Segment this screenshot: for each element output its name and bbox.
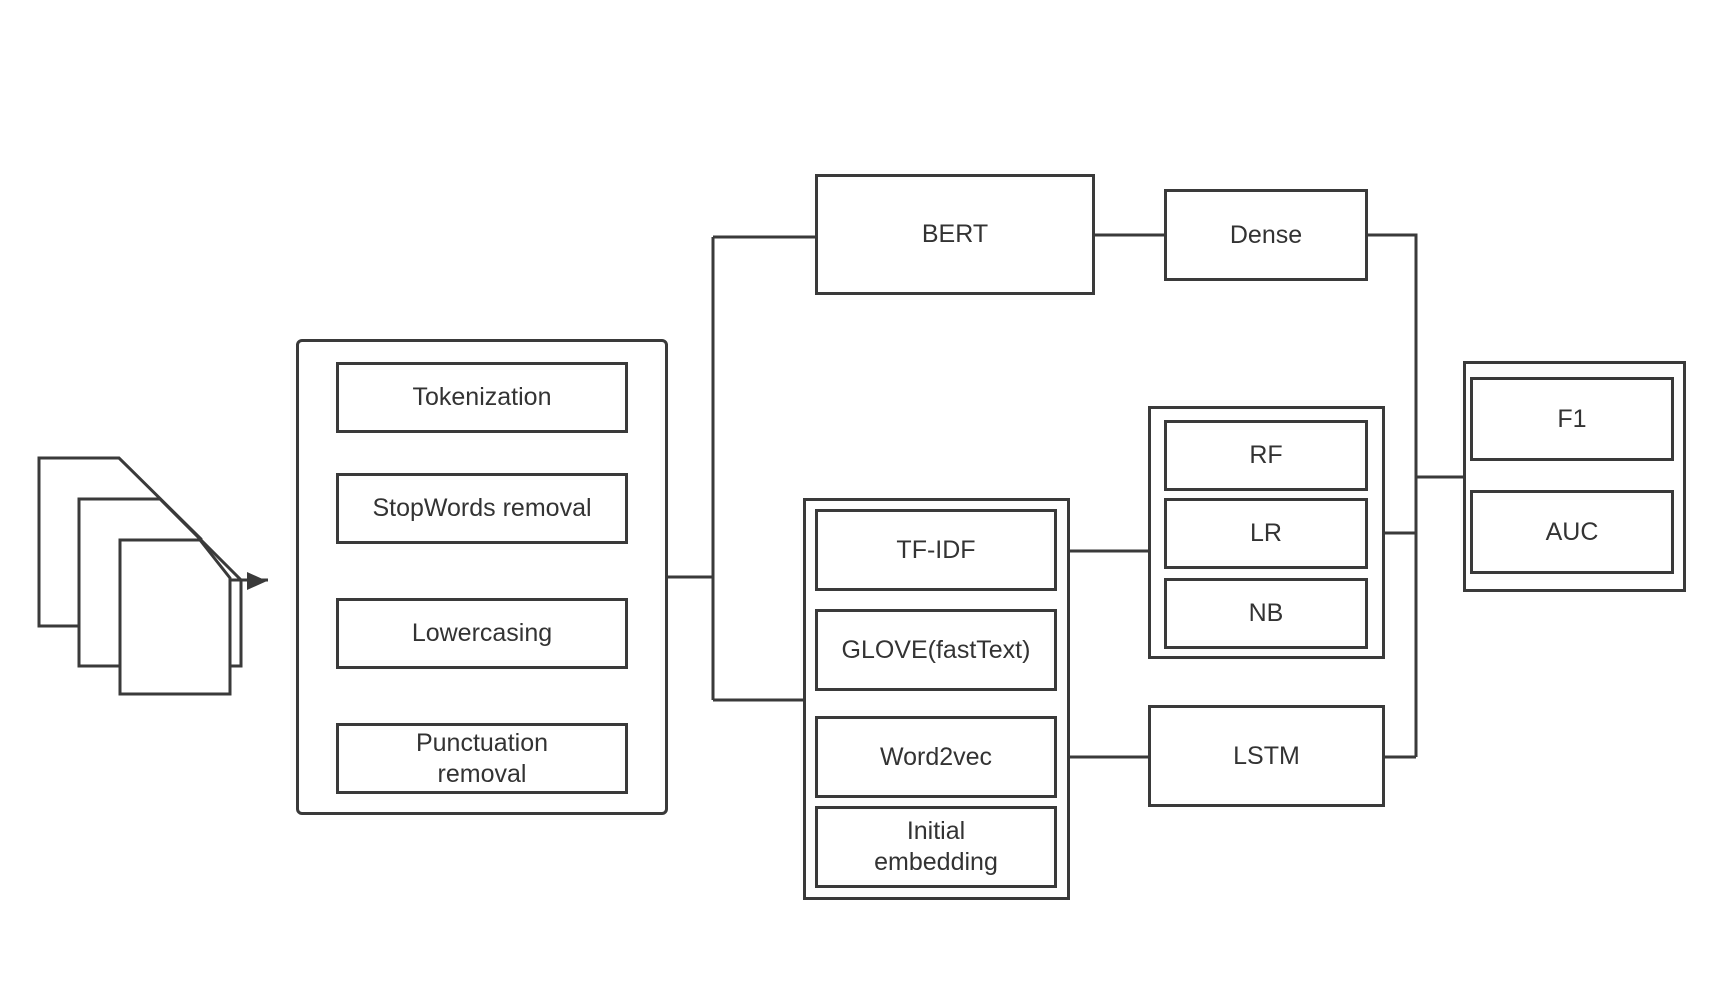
glove-fasttext-box: GLOVE(fastText) xyxy=(815,609,1057,691)
lowercasing-box: Lowercasing xyxy=(336,598,628,669)
lstm-label: LSTM xyxy=(1233,741,1300,770)
punctuation-removal-label: Punctuation removal xyxy=(415,728,549,788)
auc-label: AUC xyxy=(1545,517,1599,546)
tokenization-box: Tokenization xyxy=(336,362,628,433)
initial-embedding-box: Initial embedding xyxy=(815,806,1057,888)
lowercasing-label: Lowercasing xyxy=(411,619,553,647)
lstm-box: LSTM xyxy=(1148,705,1385,807)
tfidf-box: TF-IDF xyxy=(815,509,1057,591)
tokenization-label: Tokenization xyxy=(412,383,552,411)
dense-label: Dense xyxy=(1229,220,1303,249)
stopwords-removal-label: StopWords removal xyxy=(372,494,592,522)
nb-label: NB xyxy=(1248,599,1284,627)
f1-label: F1 xyxy=(1557,404,1587,433)
input-arrow-icon xyxy=(247,572,267,590)
auc-box: AUC xyxy=(1470,490,1674,574)
rf-label: RF xyxy=(1249,441,1283,469)
connectors xyxy=(230,233,1463,759)
rf-box: RF xyxy=(1164,420,1368,491)
right-collector-line xyxy=(1366,233,1418,757)
tfidf-label: TF-IDF xyxy=(896,535,976,564)
bert-box: BERT xyxy=(815,174,1095,295)
word2vec-box: Word2vec xyxy=(815,716,1057,798)
nb-box: NB xyxy=(1164,578,1368,649)
punctuation-removal-box: Punctuation removal xyxy=(336,723,628,794)
bert-label: BERT xyxy=(921,220,989,248)
f1-box: F1 xyxy=(1470,377,1674,461)
glove-fasttext-label: GLOVE(fastText) xyxy=(841,635,1031,664)
stopwords-removal-box: StopWords removal xyxy=(336,473,628,544)
dense-box: Dense xyxy=(1164,189,1368,281)
lr-box: LR xyxy=(1164,498,1368,569)
document-stack-icon xyxy=(37,456,243,696)
lr-label: LR xyxy=(1250,519,1282,547)
initial-embedding-label: Initial embedding xyxy=(874,817,998,876)
word2vec-label: Word2vec xyxy=(879,742,993,771)
